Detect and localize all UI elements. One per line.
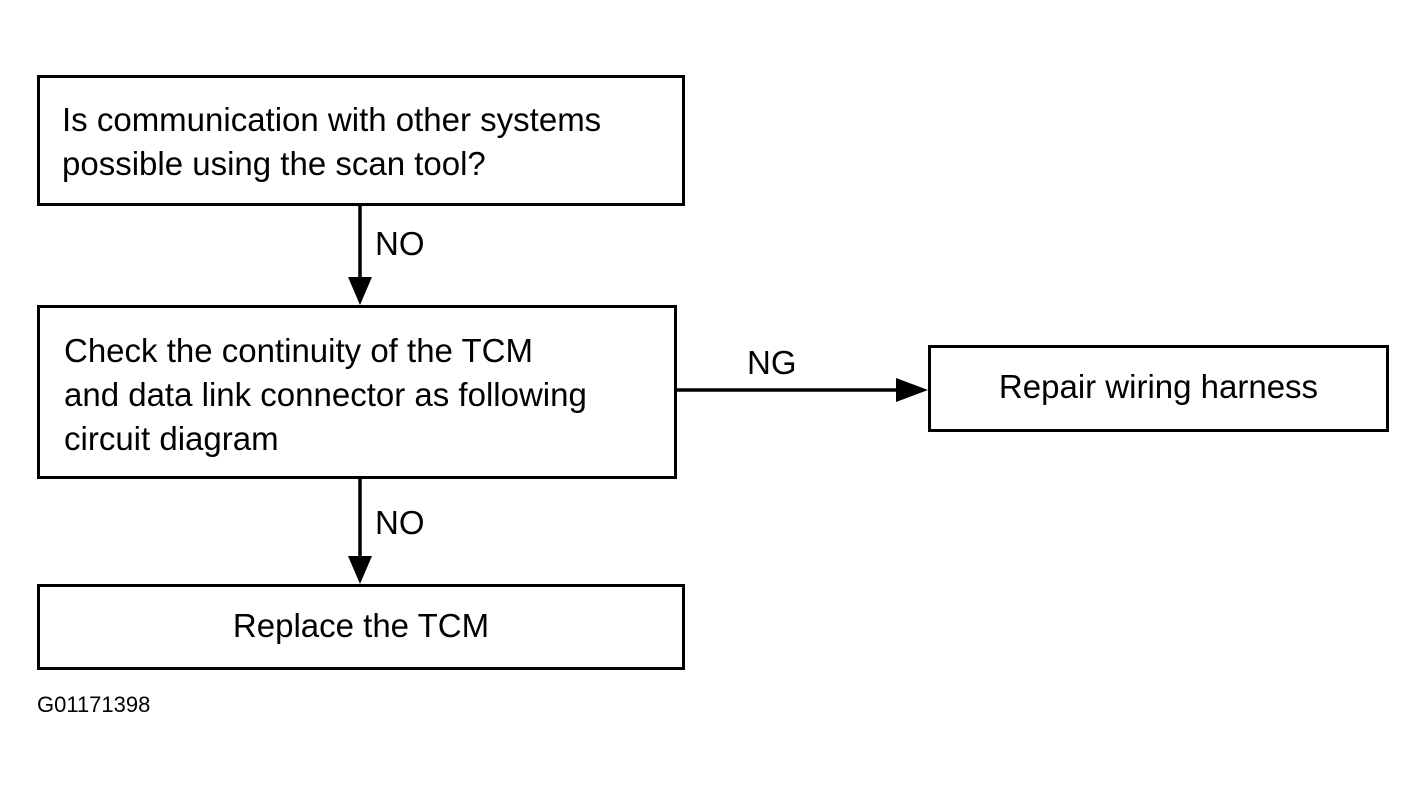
- question-box: Is communication with other systems poss…: [37, 75, 685, 206]
- edge-label-no-1: NO: [375, 225, 425, 262]
- arrowhead-check-to-repair: [896, 378, 928, 402]
- replace-tcm-box: Replace the TCM: [37, 584, 685, 670]
- check-line-2: and data link connector as following: [64, 376, 587, 413]
- replace-label: Replace the TCM: [232, 607, 490, 644]
- check-continuity-box: Check the continuity of the TCM and data…: [37, 305, 677, 479]
- arrowhead-question-to-check: [348, 277, 372, 305]
- figure-id: G01171398: [37, 692, 151, 717]
- repair-label: Repair wiring harness: [998, 367, 1319, 405]
- check-line-1: Check the continuity of the TCM: [64, 332, 533, 369]
- check-line-3: circuit diagram: [64, 420, 279, 457]
- question-line-2: possible using the scan tool?: [62, 145, 486, 182]
- question-line-1: Is communication with other systems: [62, 101, 602, 138]
- arrowhead-check-to-replace: [348, 556, 372, 584]
- repair-wiring-box: Repair wiring harness: [928, 345, 1389, 432]
- edge-label-ng: NG: [747, 344, 797, 381]
- edge-label-no-2: NO: [375, 504, 425, 541]
